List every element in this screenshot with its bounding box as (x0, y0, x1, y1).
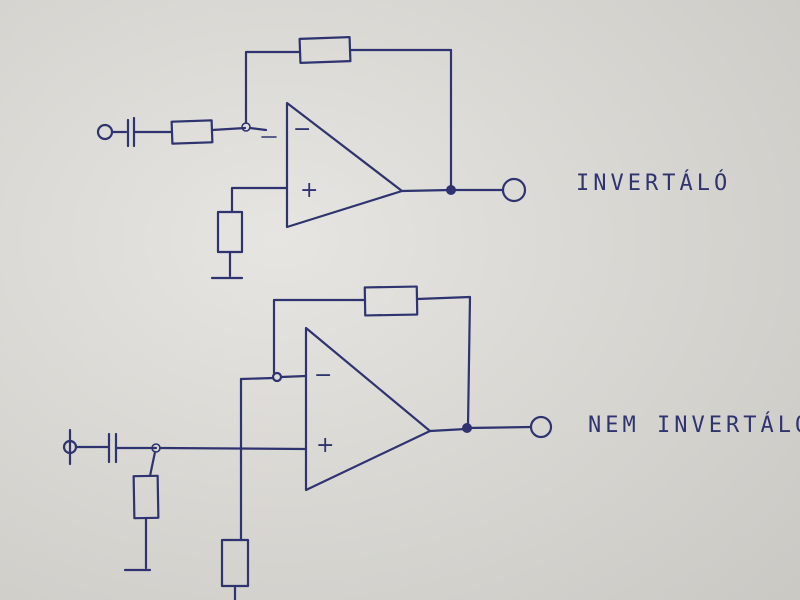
non-inverting-amplifier: − + NEM INVERTÁLÓ (62, 285, 800, 600)
noninverting-input-sign: + (316, 433, 334, 458)
feedback-wire (348, 48, 453, 190)
feedback-wire (272, 298, 367, 375)
wire (248, 126, 268, 132)
wire (158, 446, 308, 451)
op-amp (304, 326, 432, 492)
output-terminal (529, 415, 553, 439)
inverting-input-sign: − (293, 117, 311, 142)
wire (279, 374, 308, 379)
input-resistor (170, 119, 214, 145)
inverting-label: INVERTÁLÓ (576, 170, 731, 196)
inverting-input-sign: − (314, 363, 332, 388)
wire (428, 427, 468, 433)
wire (230, 186, 289, 214)
noninverting-input-sign: + (300, 178, 318, 203)
wire (400, 188, 453, 193)
feedback-resistor (363, 285, 419, 317)
wire (465, 425, 533, 430)
inverting-amplifier: − + INVERTÁLÓ (96, 36, 731, 280)
wire (239, 376, 275, 381)
output-terminal (501, 177, 527, 203)
feedback-wire (415, 295, 472, 428)
noninverting-label: NEM INVERTÁLÓ (588, 412, 800, 438)
op-amp (285, 101, 404, 229)
wire (210, 126, 247, 132)
feedback-wire (244, 50, 302, 125)
wire (148, 450, 157, 478)
